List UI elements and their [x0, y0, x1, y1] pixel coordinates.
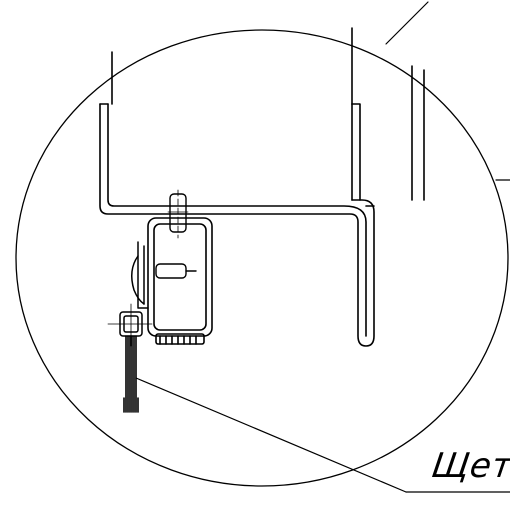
brush	[123, 335, 139, 413]
leader-line-top	[385, 1, 429, 45]
callout-label: Щет	[429, 446, 510, 486]
clamp	[147, 217, 213, 345]
bracket	[99, 103, 375, 347]
profile	[111, 27, 425, 201]
brush-holder	[107, 303, 153, 347]
bolt	[167, 189, 189, 239]
leader-line-brush	[135, 377, 407, 493]
detail-circle	[15, 29, 509, 487]
spring-arm	[131, 241, 149, 309]
side-pin	[155, 263, 197, 279]
